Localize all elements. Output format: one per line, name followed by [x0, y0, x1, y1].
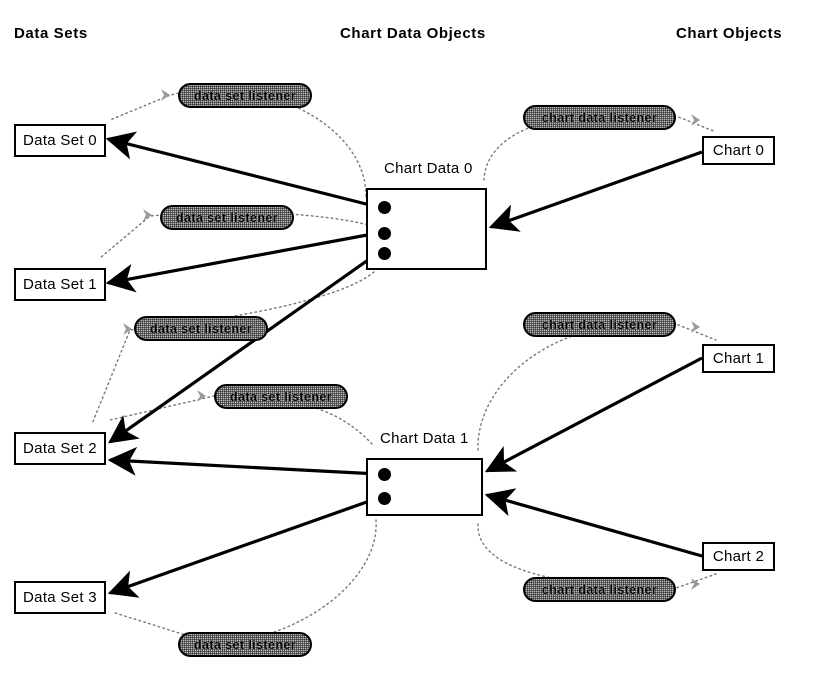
chart0-listener-curve-arrowhead — [691, 114, 700, 126]
chart-box-2[interactable]: Chart 2 — [702, 542, 775, 571]
data-set-listener-pill-label-4: data set listener — [194, 637, 296, 652]
chart0-to-chartdata0 — [488, 150, 703, 232]
chart-data-object-label-0: Chart Data 0 — [384, 160, 473, 177]
chart-data-port-1-1[interactable] — [378, 492, 391, 505]
data-set-listener-pill-1[interactable]: data set listener — [160, 205, 294, 230]
data-set-box-0[interactable]: Data Set 0 — [14, 124, 106, 157]
chartdata0-port2-to-dataset2 — [108, 251, 379, 444]
chart-data-listener-pill-label-2: chart data listener — [541, 582, 658, 597]
data-set-box-3[interactable]: Data Set 3 — [14, 581, 106, 614]
data-set-listener-pill-label-3: data set listener — [230, 389, 332, 404]
data-set-listener-pill-label-0: data set listener — [194, 88, 296, 103]
column-header-1: Chart Data Objects — [340, 25, 486, 42]
reference-edges — [105, 131, 703, 598]
chart1-listener-curve — [477, 322, 717, 451]
dataset1-listener-curve-arrowhead — [143, 209, 152, 221]
chart-box-1[interactable]: Chart 1 — [702, 344, 775, 373]
chart-data-listener-pill-2[interactable]: chart data listener — [523, 577, 676, 602]
chart-data-port-0-2[interactable] — [378, 247, 391, 260]
data-set-listener-pill-label-1: data set listener — [176, 210, 278, 225]
chart-data-port-0-1[interactable] — [378, 227, 391, 240]
chart-data-object-label-1: Chart Data 1 — [380, 430, 469, 447]
data-set-listener-pill-3[interactable]: data set listener — [214, 384, 348, 409]
chart-data-object-1[interactable] — [366, 458, 483, 516]
column-header-0: Data Sets — [14, 25, 88, 42]
chart2-listener-curve-arrowhead — [691, 578, 700, 590]
chart-data-listener-pill-label-1: chart data listener — [541, 317, 658, 332]
chart-data-port-1-0[interactable] — [378, 468, 391, 481]
dataset2-listener-curve — [91, 271, 375, 425]
chart-data-port-0-0[interactable] — [378, 201, 391, 214]
chartdata1-port1-to-dataset3 — [107, 496, 379, 598]
chartdata0-port0-to-dataset0 — [105, 131, 379, 209]
dataset2b-listener-curve-arrowhead — [197, 390, 206, 402]
data-set-box-1[interactable]: Data Set 1 — [14, 268, 106, 301]
chart-data-listener-pill-1[interactable]: chart data listener — [523, 312, 676, 337]
data-set-listener-pill-2[interactable]: data set listener — [134, 316, 268, 341]
data-set-listener-pill-0[interactable]: data set listener — [178, 83, 312, 108]
dataset2-listener-curve-arrowhead — [123, 323, 132, 335]
chart-data-listener-pill-0[interactable]: chart data listener — [523, 105, 676, 130]
listener-notification-edges — [91, 88, 717, 650]
data-set-listener-pill-label-2: data set listener — [150, 321, 252, 336]
chart1-listener-curve-arrowhead — [691, 321, 700, 333]
chart-box-0[interactable]: Chart 0 — [702, 136, 775, 165]
chartdata1-port0-to-dataset2 — [107, 446, 379, 476]
chart1-to-chartdata1 — [484, 356, 703, 473]
column-header-2: Chart Objects — [676, 25, 783, 42]
chart2-to-chartdata1 — [484, 488, 703, 558]
chartdata0-port1-to-dataset1 — [105, 231, 379, 293]
data-set-box-2[interactable]: Data Set 2 — [14, 432, 106, 465]
dataset0-listener-curve-arrowhead — [161, 89, 170, 101]
data-set-listener-pill-4[interactable]: data set listener — [178, 632, 312, 657]
dataset3-listener-curve — [111, 519, 377, 645]
chart2-listener-curve — [477, 523, 717, 589]
chart-data-listener-pill-label-0: chart data listener — [541, 110, 658, 125]
